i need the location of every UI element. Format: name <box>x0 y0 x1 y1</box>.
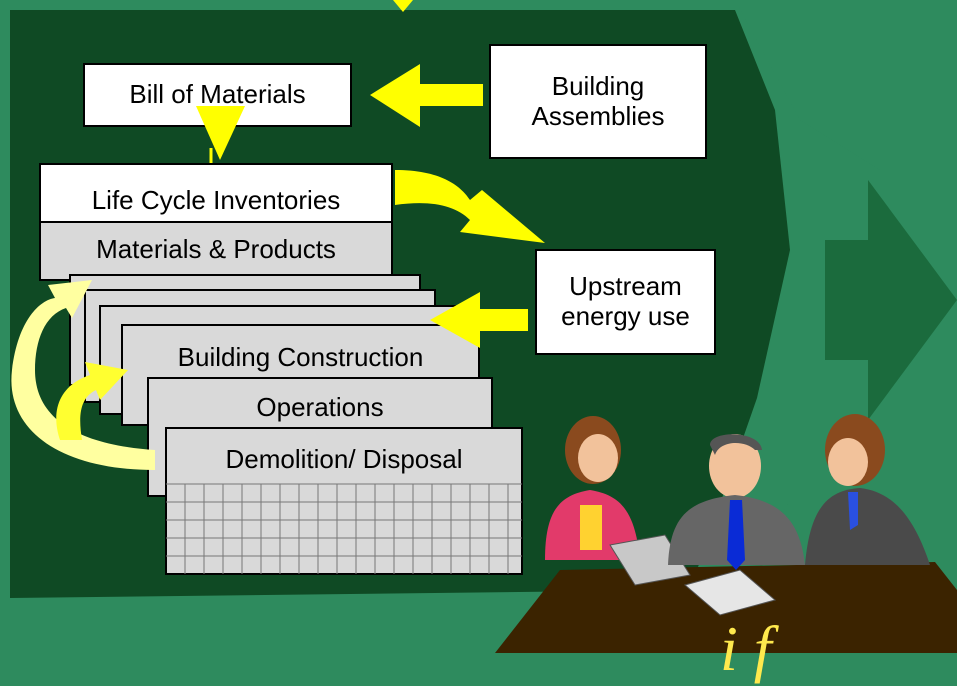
demolition-disposal-label: Demolition/ Disposal <box>225 444 463 475</box>
upstream-to-construction-arrow <box>430 292 528 348</box>
upstream-energy-box <box>535 249 716 355</box>
lci-to-upstream-arrow <box>395 170 545 243</box>
building-construction-label: Building Construction <box>177 342 424 373</box>
stack-sheet <box>165 427 523 575</box>
bom-to-lci-arrow <box>196 106 245 160</box>
meeting-people-illustration <box>545 414 930 616</box>
building-assemblies-label: Building Assemblies <box>531 70 665 131</box>
feedback-arrow-inner <box>56 362 128 440</box>
feedback-arrow-outer <box>11 280 155 470</box>
diagram-canvas <box>10 0 957 653</box>
life-cycle-inventories-box <box>39 163 393 223</box>
materials-products-label: Materials & Products <box>96 234 336 265</box>
big-right-arrow <box>825 180 957 420</box>
building-assemblies-box <box>489 44 707 159</box>
data-grid <box>166 483 522 574</box>
assemblies-to-bom-arrow <box>370 64 483 127</box>
operations-label: Operations <box>256 392 384 423</box>
footer-partial-text: i f <box>720 613 772 684</box>
upstream-energy-use-label: Upstream energy use <box>561 271 690 331</box>
life-cycle-inventories-label: Life Cycle Inventories <box>91 185 341 216</box>
bill-of-materials-label: Bill of Materials <box>129 79 306 110</box>
top-arrow-tip <box>393 0 413 12</box>
background-arrow-shape <box>700 0 957 653</box>
